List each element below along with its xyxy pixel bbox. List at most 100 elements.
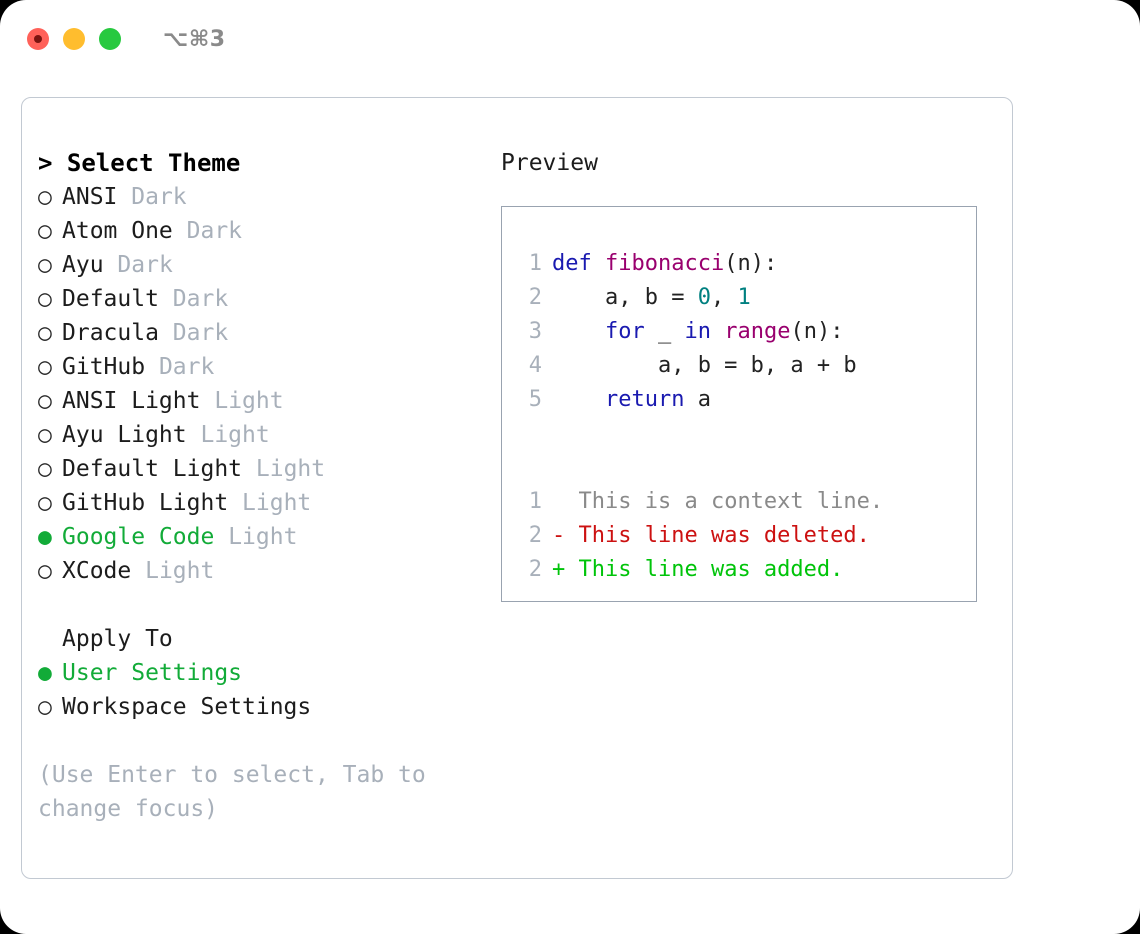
theme-kind-label: Dark [186, 218, 243, 244]
line-number: 1 [528, 489, 542, 514]
window-controls [27, 28, 121, 50]
theme-list-item[interactable]: ○XCode Light [38, 554, 508, 588]
radio-unselected-icon[interactable]: ○ [38, 354, 52, 380]
theme-list-item[interactable]: ○Default Dark [38, 282, 508, 316]
code-token: return [604, 387, 685, 412]
radio-unselected-icon[interactable]: ○ [38, 286, 52, 312]
theme-name: ANSI Light [62, 388, 201, 414]
diff-line: 2+ This line was added. [514, 553, 976, 587]
theme-list: ○ANSI Dark○Atom One Dark○Ayu Dark○Defaul… [38, 180, 508, 588]
theme-list-item[interactable]: ○ ANSI Light Light [38, 384, 508, 418]
theme-list-item[interactable]: ○Ayu Light Light [38, 418, 508, 452]
theme-kind-label: Dark [158, 354, 215, 380]
code-token: 1 [737, 285, 751, 310]
code-token: , [710, 285, 738, 310]
code-token: (n): [724, 251, 778, 276]
diff-text: This line was deleted. [578, 523, 870, 548]
diff-line: 2- This line was deleted. [514, 519, 976, 553]
theme-kind-label: Light [214, 388, 284, 414]
theme-list-item[interactable]: ○ GitHub Dark [38, 350, 508, 384]
code-token [711, 319, 724, 344]
apply-to-label: Workspace Settings [62, 694, 312, 720]
radio-unselected-icon[interactable]: ○ [38, 388, 52, 414]
theme-kind-label: Dark [172, 320, 229, 346]
theme-name: Default Light [62, 456, 243, 482]
diff-line: 1 This is a context line. [514, 485, 976, 519]
radio-unselected-icon[interactable]: ○ [38, 252, 52, 278]
theme-name: Ayu Light [62, 422, 187, 448]
theme-name: GitHub [62, 354, 146, 380]
radio-unselected-icon[interactable]: ○ [38, 422, 52, 448]
radio-unselected-icon[interactable]: ○ [38, 456, 52, 482]
theme-name: Dracula [62, 320, 159, 346]
line-number: 2 [528, 557, 542, 582]
code-diff-gap2 [514, 451, 976, 485]
line-number: 1 [528, 251, 542, 276]
line-number: 4 [528, 353, 542, 378]
theme-picker-column: > Select Theme ○ANSI Dark○Atom One Dark○… [38, 146, 508, 826]
theme-name: Ayu [62, 252, 104, 278]
code-token: range [724, 319, 791, 344]
radio-unselected-icon[interactable]: ○ [38, 320, 52, 346]
theme-picker-header: > Select Theme [38, 149, 241, 177]
code-token: for [604, 319, 645, 344]
code-diff-gap [514, 417, 976, 451]
theme-list-item[interactable]: ● Google Code Light [38, 520, 508, 554]
diff-sample: 1 This is a context line.2- This line wa… [514, 485, 976, 587]
hint-spacer [38, 724, 508, 758]
code-token: def [552, 251, 592, 276]
list-spacer [38, 588, 508, 622]
preview-title: Preview [501, 150, 598, 176]
radio-selected-icon[interactable]: ● [38, 524, 52, 550]
code-token: fibonacci [605, 251, 725, 276]
maximize-button[interactable] [99, 28, 121, 50]
radio-unselected-icon[interactable]: ○ [38, 558, 52, 584]
code-line: 4 a, b = b, a + b [514, 349, 976, 383]
theme-list-item[interactable]: ○ANSI Dark [38, 180, 508, 214]
theme-list-item[interactable]: ○GitHub Light Light [38, 486, 508, 520]
theme-list-item[interactable]: ○ Ayu Dark [38, 248, 508, 282]
apply-to-item[interactable]: ● User Settings [38, 656, 508, 690]
main-panel: > Select Theme ○ANSI Dark○Atom One Dark○… [21, 97, 1013, 879]
code-token [592, 251, 605, 276]
theme-name: Google Code [62, 524, 215, 550]
theme-kind-label: Light [255, 456, 326, 482]
code-line: 1 def fibonacci(n): [514, 247, 976, 281]
keyboard-hint: (Use Enter to select, Tab to change focu… [38, 762, 426, 822]
code-token: _ [644, 319, 685, 344]
theme-kind-label: Light [145, 558, 215, 584]
theme-kind-label: Dark [117, 252, 173, 278]
close-button[interactable] [27, 28, 49, 50]
diff-marker: - [552, 523, 579, 548]
title-bar: ⌥⌘3 [0, 0, 1140, 78]
apply-to-label: User Settings [62, 660, 243, 686]
radio-unselected-icon[interactable]: ○ [38, 694, 52, 720]
line-number: 2 [528, 523, 542, 548]
theme-kind-label: Light [242, 490, 312, 516]
theme-list-item[interactable]: ○ Dracula Dark [38, 316, 508, 350]
code-token [552, 387, 605, 412]
theme-kind-label: Dark [172, 286, 229, 312]
theme-kind-label: Light [228, 524, 298, 550]
theme-name: ANSI [62, 184, 118, 210]
code-token: a, b = b, a + b [552, 353, 857, 378]
code-token: in [684, 319, 711, 344]
theme-name: Atom One [62, 218, 173, 244]
line-number: 3 [528, 319, 542, 344]
apply-to-item[interactable]: ○ Workspace Settings [38, 690, 508, 724]
diff-text: This line was added. [578, 557, 844, 582]
code-token: (n): [790, 319, 844, 344]
minimize-button[interactable] [63, 28, 85, 50]
theme-list-item[interactable]: ○ Default Light Light [38, 452, 508, 486]
theme-list-item[interactable]: ○ Atom One Dark [38, 214, 508, 248]
radio-selected-icon[interactable]: ● [38, 660, 52, 686]
code-token: a, b = [552, 285, 698, 310]
radio-unselected-icon[interactable]: ○ [38, 218, 52, 244]
diff-text: This is a context line. [578, 489, 884, 514]
radio-unselected-icon[interactable]: ○ [38, 184, 52, 210]
diff-marker [552, 489, 579, 514]
radio-unselected-icon[interactable]: ○ [38, 490, 52, 516]
